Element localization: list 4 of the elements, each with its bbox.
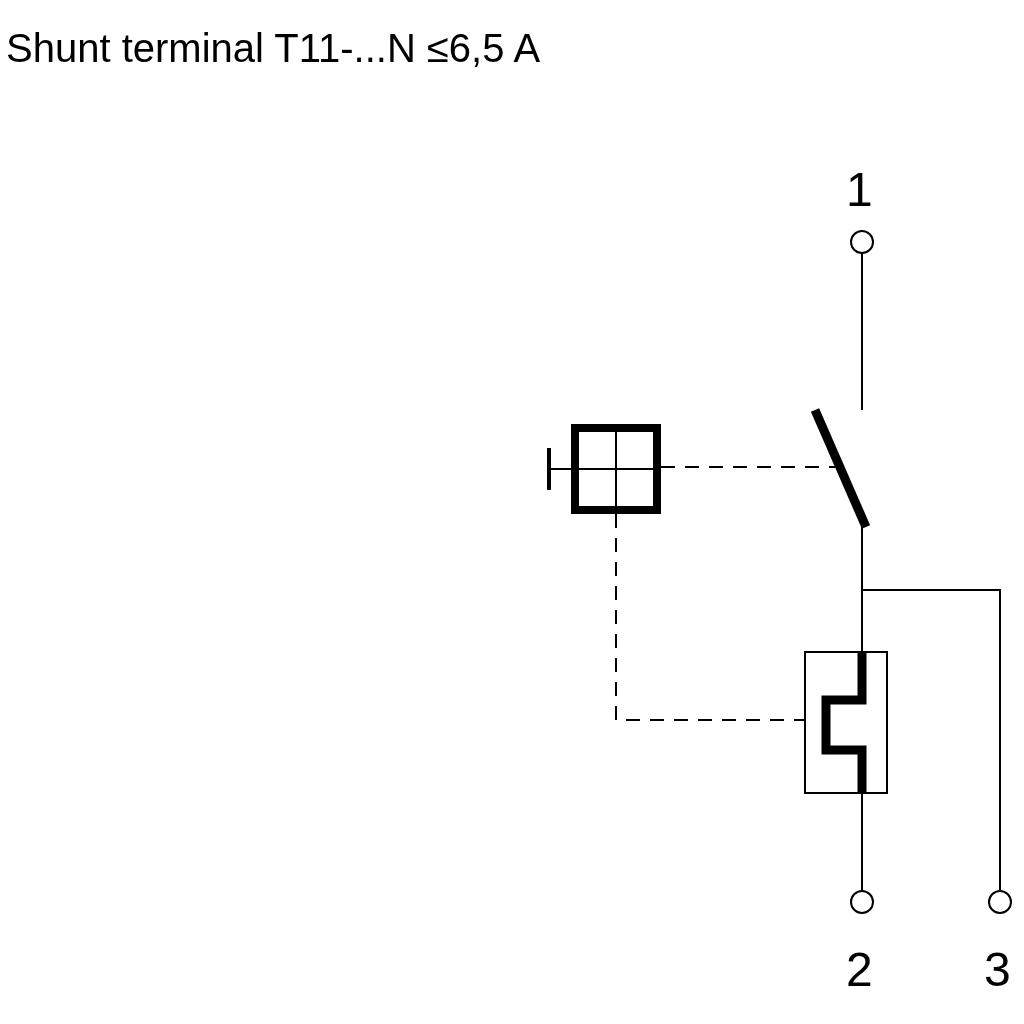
terminal-number: 1 [846,166,873,214]
terminal-number: 2 [846,946,873,994]
diagram-title: Shunt terminal T11-...N ≤6,5 A [6,28,541,68]
terminal-number: 3 [984,946,1011,994]
